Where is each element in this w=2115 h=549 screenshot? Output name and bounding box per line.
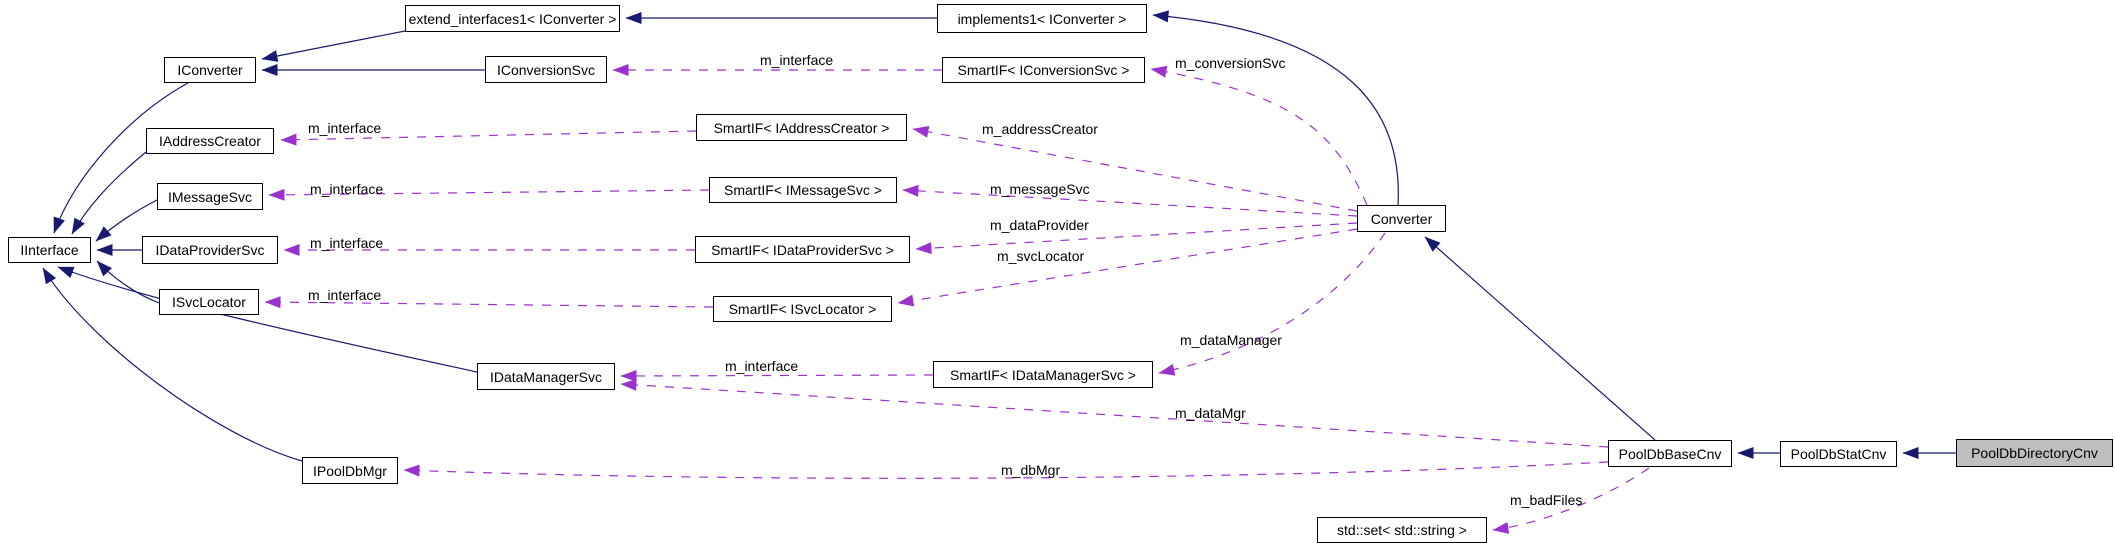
edge-label-m-interface-dataprovider: m_interface (310, 235, 384, 251)
node-imessagesvc[interactable]: IMessageSvc (157, 183, 263, 210)
node-isvclocator[interactable]: ISvcLocator (159, 289, 259, 315)
edge-pooldbbasecnv-to-converter (1424, 236, 1656, 441)
edge-pooldbbasecnv-to-std-set (1492, 467, 1650, 534)
node-pooldbdirectorycnv: PoolDbDirectoryCnv (1956, 439, 2113, 467)
edge-smartif-iaddresscreator-to-iaddresscreator (280, 130, 697, 146)
edge-smartif-idatamanagersvc-to-idatamanagersvc (620, 369, 934, 382)
node-iconversionsvc[interactable]: IConversionSvc (485, 56, 607, 83)
edge-iconverter-to-iinterface (53, 82, 189, 234)
edge-pooldbbasecnv-to-idatamanagersvc (620, 378, 1609, 448)
edge-iaddresscreator-to-iinterface (71, 151, 147, 235)
node-iinterface[interactable]: IInterface (8, 237, 91, 263)
edge-imessagesvc-to-iinterface (95, 199, 158, 242)
edge-label-m-interface-addresscreator: m_interface (308, 120, 382, 136)
edge-label-m-interface-svclocator: m_interface (308, 287, 382, 303)
edge-extend-interfaces1-to-iconverter (261, 30, 406, 62)
edge-converter-to-smartif-iaddresscreator (912, 125, 1358, 212)
edge-label-m-addresscreator: m_addressCreator (982, 121, 1098, 137)
edge-converter-to-smartif-imessagesvc (902, 184, 1358, 217)
edge-label-m-interface-messagesvc: m_interface (310, 181, 384, 197)
edge-label-m-interface-conversionsvc: m_interface (760, 52, 834, 68)
edge-pooldbbasecnv-to-ipooldbmgr (403, 461, 1609, 479)
node-idatamanagersvc[interactable]: IDataManagerSvc (477, 363, 615, 390)
edge-converter-to-smartif-idatamanagersvc (1158, 232, 1386, 376)
node-smartif-isvclocator[interactable]: SmartIF< ISvcLocator > (713, 296, 892, 322)
node-smartif-imessagesvc[interactable]: SmartIF< IMessageSvc > (709, 177, 897, 203)
edge-label-m-datamgr: m_dataMgr (1175, 405, 1246, 421)
edge-label-m-conversionsvc: m_conversionSvc (1175, 55, 1286, 71)
edge-smartif-isvclocator-to-isvclocator (264, 296, 714, 309)
node-idataprovidersvc[interactable]: IDataProviderSvc (142, 236, 278, 264)
node-extend-interfaces1-iconverter[interactable]: extend_interfaces1< IConverter > (405, 5, 620, 32)
edge-label-m-svclocator: m_svcLocator (997, 248, 1085, 264)
edge-smartif-imessagesvc-to-imessagesvc (268, 188, 710, 201)
node-ipooldbmgr[interactable]: IPoolDbMgr (302, 457, 398, 484)
edge-label-m-messagesvc: m_messageSvc (990, 181, 1090, 197)
edge-label-m-dataprovider: m_dataProvider (990, 217, 1089, 233)
edge-label-m-dbmgr: m_dbMgr (1001, 462, 1061, 478)
node-converter[interactable]: Converter (1357, 205, 1446, 232)
node-smartif-iaddresscreator[interactable]: SmartIF< IAddressCreator > (696, 114, 907, 141)
node-pooldbstatcnv[interactable]: PoolDbStatCnv (1780, 441, 1897, 467)
node-iaddresscreator[interactable]: IAddressCreator (146, 128, 274, 154)
edge-label-m-badfiles: m_badFiles (1510, 492, 1583, 508)
node-implements1-iconverter[interactable]: implements1< IConverter > (937, 4, 1147, 33)
edge-converter-to-smartif-isvclocator (897, 228, 1358, 307)
edge-converter-to-smartif-idataprovidersvc (915, 222, 1358, 255)
edge-label-m-datamanager: m_dataManager (1180, 332, 1282, 348)
node-std-set-std-string[interactable]: std::set< std::string > (1317, 517, 1487, 543)
node-smartif-iconversionsvc[interactable]: SmartIF< IConversionSvc > (942, 57, 1145, 83)
edge-converter-to-smartif-iconversionsvc (1150, 65, 1368, 206)
edge-ipooldbmgr-to-iinterface (42, 267, 303, 462)
edge-idatamanagersvc-to-iinterface (57, 266, 478, 373)
node-smartif-idatamanagersvc[interactable]: SmartIF< IDataManagerSvc > (933, 361, 1153, 388)
node-smartif-idataprovidersvc[interactable]: SmartIF< IDataProviderSvc > (695, 236, 910, 263)
edge-label-m-interface-datamanager: m_interface (725, 358, 799, 374)
edge-converter-to-implements1 (1152, 10, 1399, 206)
node-iconverter[interactable]: IConverter (164, 57, 256, 83)
node-pooldbbasecnv[interactable]: PoolDbBaseCnv (1608, 440, 1732, 467)
edge-isvclocator-to-iinterface (96, 260, 160, 304)
